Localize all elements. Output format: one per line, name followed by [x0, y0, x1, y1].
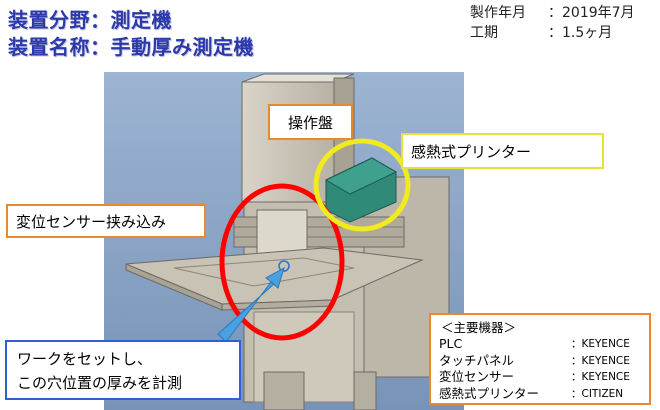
sensor-highlight-circle — [219, 183, 345, 341]
equipment-row: PLC ：KEYENCE — [439, 336, 641, 353]
callout-sensor-clamp: 変位センサー挟み込み — [6, 204, 206, 238]
callout-thermal-printer: 感熱式プリンター — [401, 133, 604, 169]
equipment-list: ＜主要機器＞ PLC ：KEYENCE タッチパネル ：KEYENCE 変位セン… — [429, 313, 651, 405]
production-date: 製作年月 ：2019年7月 — [470, 2, 635, 22]
work-period: 工期 ：1.5ヶ月 — [470, 22, 612, 42]
equipment-row: タッチパネル ：KEYENCE — [439, 353, 641, 370]
equipment-maker: ：KEYENCE — [571, 338, 630, 350]
production-date-value: ：2019年7月 — [548, 5, 635, 21]
work-instruction-line1: ワークをセットし、 — [17, 350, 153, 368]
direction-arrow — [217, 266, 285, 343]
work-period-label: 工期 — [470, 25, 498, 41]
equipment-heading: ＜主要機器＞ — [441, 320, 517, 335]
title-field: 装置分野：測定機 — [8, 8, 172, 32]
measurement-hole-marker — [278, 260, 290, 272]
equipment-name: 変位センサー — [439, 369, 515, 384]
equipment-name: 感熱式プリンター — [439, 385, 540, 401]
callout-work-instruction: ワークをセットし、 この穴位置の厚みを計測 — [5, 340, 241, 400]
equipment-name: PLC — [439, 336, 463, 351]
equipment-row: 変位センサー ：KEYENCE — [439, 369, 641, 386]
control-panel-top — [241, 73, 355, 83]
work-period-value: ：1.5ヶ月 — [548, 25, 613, 41]
callout-control-panel: 操作盤 — [268, 104, 353, 140]
equipment-maker: ：CITIZEN — [571, 387, 624, 400]
work-instruction-line2: この穴位置の厚みを計測 — [17, 374, 183, 392]
equipment-row: 感熱式プリンター ：CITIZEN — [439, 386, 641, 403]
production-date-label: 製作年月 — [470, 5, 526, 21]
title-name: 装置名称：手動厚み測定機 — [8, 35, 254, 59]
equipment-maker: ：KEYENCE — [571, 371, 630, 383]
equipment-maker: ：KEYENCE — [571, 354, 630, 367]
equipment-name: タッチパネル — [439, 352, 515, 368]
printer-highlight-circle — [313, 138, 411, 232]
